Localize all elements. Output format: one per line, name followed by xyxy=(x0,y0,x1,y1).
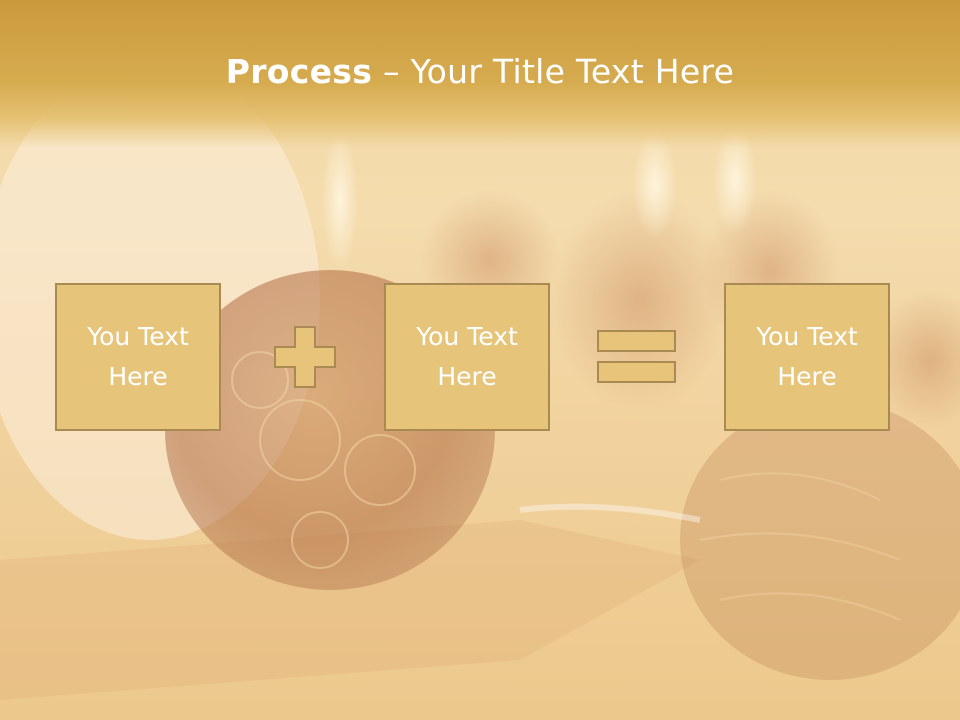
title-bold: Process xyxy=(225,52,373,91)
process-box-text: You Text Here xyxy=(416,322,518,391)
title-dash: – xyxy=(372,52,411,91)
plus-icon xyxy=(274,326,336,388)
slide-title: Process – Your Title Text Here xyxy=(0,52,960,91)
process-box-2[interactable]: You Text Here xyxy=(384,283,550,431)
process-box-text: You Text Here xyxy=(87,322,189,391)
process-box-3[interactable]: You Text Here xyxy=(724,283,890,431)
title-rest: Your Title Text Here xyxy=(410,52,735,91)
process-box-text: You Text Here xyxy=(756,322,858,391)
equals-icon xyxy=(597,330,676,383)
process-box-1[interactable]: You Text Here xyxy=(55,283,221,431)
title-band xyxy=(0,0,960,148)
